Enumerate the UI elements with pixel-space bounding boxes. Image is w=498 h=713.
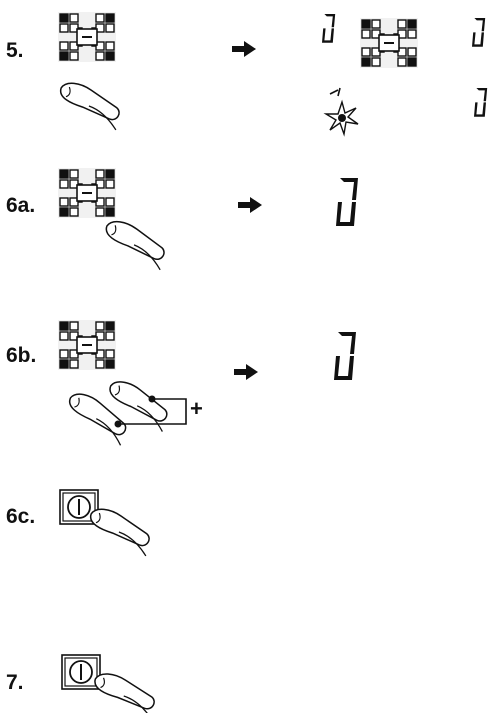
step-6a-arrow	[238, 197, 262, 213]
step-6a-panel	[58, 168, 116, 218]
step-7-finger	[90, 671, 158, 713]
step-6b-display	[334, 332, 356, 380]
zone-display-top-left	[322, 14, 336, 43]
step-6b-label: 6b.	[6, 344, 36, 367]
combine-plus-symbol: +	[190, 396, 203, 421]
step-6b-panel	[58, 320, 116, 370]
step-5-panel	[58, 12, 116, 62]
flash-indicator-icon	[323, 87, 359, 137]
step-5-label: 5.	[6, 39, 24, 62]
step-6c-finger	[85, 506, 154, 557]
step-6b-arrow	[234, 364, 258, 380]
combine-bracket	[114, 395, 187, 428]
step-6a-finger	[100, 218, 169, 271]
step-5-finger	[55, 80, 124, 131]
step-6a-display	[336, 178, 358, 226]
step-5-result	[322, 14, 488, 137]
step-6c-label: 6c.	[6, 505, 35, 528]
step-7-label: 7.	[6, 671, 24, 694]
step-7-power-button	[61, 654, 101, 690]
step-5-arrow	[232, 41, 256, 57]
step-6a-label: 6a.	[6, 194, 35, 217]
zone-display-bottom-right	[474, 88, 488, 117]
zone-display-top-right	[472, 18, 486, 47]
